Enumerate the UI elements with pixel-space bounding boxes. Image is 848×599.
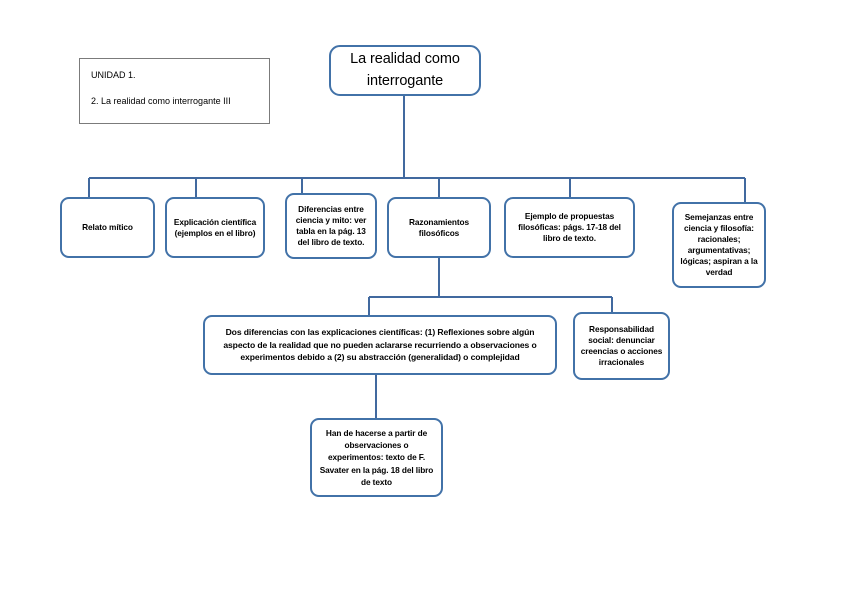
node-semejanzas-ciencia-filosofia[interactable]: Semejanzas entre ciencia y filosofía: ra… bbox=[672, 202, 766, 288]
node-han-de-hacerse[interactable]: Han de hacerse a partir de observaciones… bbox=[310, 418, 443, 497]
node-ejemplo-propuestas-label: Ejemplo de propuestas filosóficas: págs.… bbox=[518, 211, 621, 243]
node-ejemplo-propuestas[interactable]: Ejemplo de propuestas filosóficas: págs.… bbox=[504, 197, 635, 258]
node-diferencias-ciencia-mito[interactable]: Diferencias entre ciencia y mito: ver ta… bbox=[285, 193, 377, 259]
node-explicacion-cientifica[interactable]: Explicación científica (ejemplos en el l… bbox=[165, 197, 265, 258]
node-root-label: La realidad como interrogante bbox=[350, 51, 460, 89]
node-relato-mitico-label: Relato mítico bbox=[82, 222, 133, 233]
node-responsabilidad-social-label: Responsabilidad social: denunciar creenc… bbox=[580, 324, 663, 367]
node-diferencias-ciencia-mito-label: Diferencias entre ciencia y mito: ver ta… bbox=[295, 204, 367, 247]
node-dos-diferencias-label: Dos diferencias con las explicaciones ci… bbox=[223, 327, 537, 363]
node-razonamientos-filosoficos-label: Razonamientos filosóficos bbox=[408, 216, 469, 238]
node-han-de-hacerse-label: Han de hacerse a partir de observaciones… bbox=[319, 428, 434, 487]
unit-line-1: UNIDAD 1. bbox=[91, 70, 136, 80]
unit-label-box: UNIDAD 1. 2. La realidad como interrogan… bbox=[79, 58, 270, 124]
node-explicacion-cientifica-label: Explicación científica (ejemplos en el l… bbox=[173, 216, 257, 238]
node-semejanzas-ciencia-filosofia-label: Semejanzas entre ciencia y filosofía: ra… bbox=[680, 212, 758, 277]
node-root[interactable]: La realidad como interrogante bbox=[329, 45, 481, 96]
node-relato-mitico[interactable]: Relato mítico bbox=[60, 197, 155, 258]
node-responsabilidad-social[interactable]: Responsabilidad social: denunciar creenc… bbox=[573, 312, 670, 380]
node-dos-diferencias[interactable]: Dos diferencias con las explicaciones ci… bbox=[203, 315, 557, 375]
unit-line-2: 2. La realidad como interrogante III bbox=[91, 96, 231, 107]
node-razonamientos-filosoficos[interactable]: Razonamientos filosóficos bbox=[387, 197, 491, 258]
